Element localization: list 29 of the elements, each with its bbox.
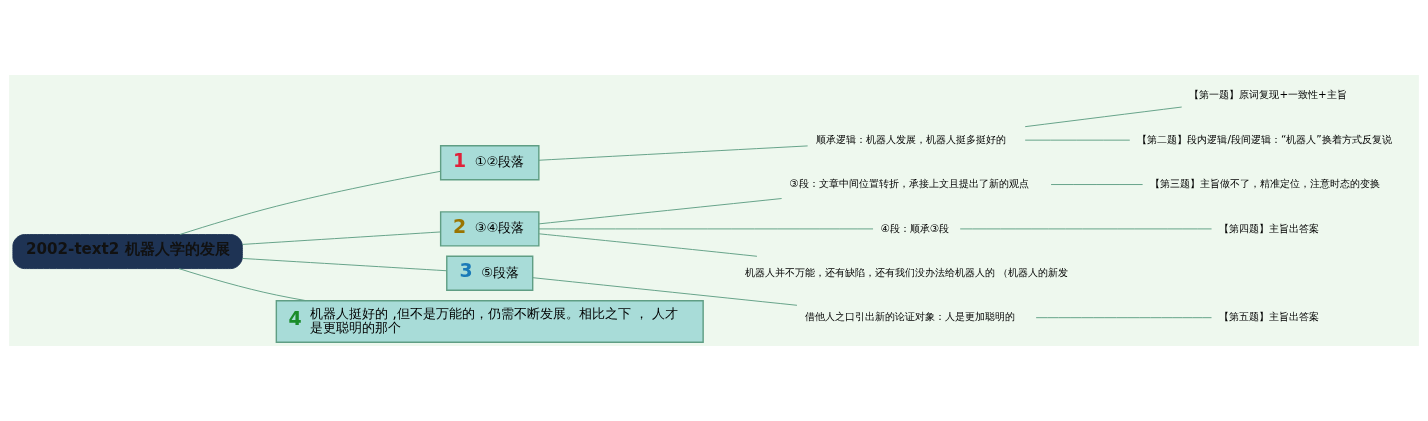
node-text: 【第三题】主旨做不了，精准定位，注意时态的变换 (1150, 177, 1381, 190)
node-text: 顺承逻辑：机器人发展，机器人挺多挺好的 (815, 132, 1006, 145)
connector (242, 257, 447, 272)
connector (1024, 106, 1183, 128)
connector (179, 170, 441, 235)
node-box: 3 ⑤段落 (446, 255, 534, 291)
connector (1050, 184, 1144, 185)
connector (532, 277, 798, 306)
node-text: 借他人之口引出新的论证对象：人是更加聪明的 (804, 310, 1015, 323)
connector (538, 228, 874, 230)
node-box: 2002-text2 机器人学的发展 (12, 234, 243, 270)
connector (538, 198, 783, 225)
connector (1035, 317, 1212, 319)
connector (538, 233, 758, 257)
connector (242, 231, 442, 245)
node-box: 2 ③④段落 (439, 211, 540, 247)
node-text: 【第四题】主旨出答案 (1219, 221, 1320, 234)
connector (1024, 139, 1131, 141)
node-box: 1 ①②段落 (439, 145, 540, 181)
connector (959, 228, 1213, 230)
connector (538, 145, 809, 161)
node-text: ③段：文章中间位置转折，承接上文且提出了新的观点 (789, 177, 1029, 190)
node-text: 【第二题】段内逻辑/段间逻辑：“机器人”换着方式反复说 (1137, 132, 1392, 145)
node-text: 【第五题】主旨出答案 (1219, 310, 1320, 323)
node-text: 【第一题】原词复现+一致性+主旨 (1189, 88, 1347, 101)
node-text: 机器人并不万能，还有缺陷，还有我们没办法给机器人的 （机器人的新发 (744, 265, 1068, 278)
node-text: ④段：顺承③段 (880, 221, 950, 234)
connector (178, 268, 307, 302)
node-box: 4 机器人挺好的 ,但不是万能的，仍需不断发展。相比之下 ， 人才是更聪明的那个 (275, 299, 704, 343)
